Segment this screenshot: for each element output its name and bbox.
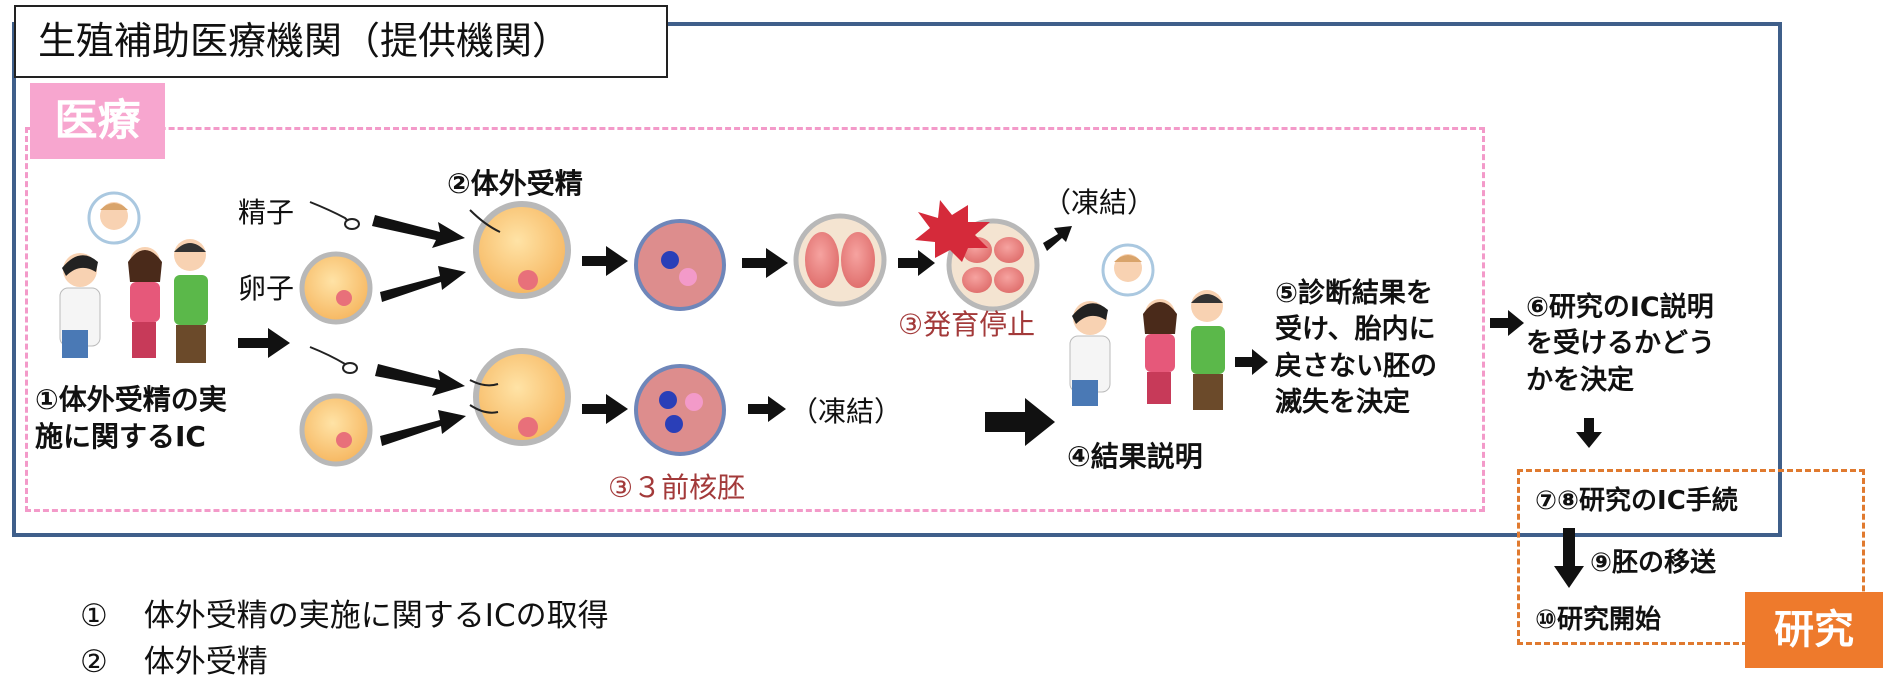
decision-line: 滅失を決定 xyxy=(1275,387,1410,419)
research-decision-text: ⑥研究のIC説明 を受けるかどう かを決定 xyxy=(1526,290,1715,399)
egg-icon xyxy=(299,251,373,467)
decision-line: 受け、胎内に xyxy=(1275,314,1436,346)
research-tag: 研究 xyxy=(1745,592,1883,668)
ivf-label: ②体外受精 xyxy=(447,167,583,200)
research-decision-line: ⑥研究のIC説明 xyxy=(1526,292,1714,323)
egg-label: 卵子 xyxy=(238,272,295,305)
result-label: ④結果説明 xyxy=(1067,440,1203,473)
medical-area xyxy=(25,127,1485,512)
sperm-icon xyxy=(309,201,360,374)
transfer-label: ⑨胚の移送 xyxy=(1590,548,1717,578)
arrest-burst-icon xyxy=(915,200,990,262)
ic-label-line1: ①体外受精の実 xyxy=(35,383,227,416)
ic-label-line2: 施に関するIC xyxy=(35,420,206,453)
consultation-illustration-1 xyxy=(59,191,208,363)
medical-tag: 医療 xyxy=(30,83,165,159)
sperm-label: 精子 xyxy=(238,196,295,229)
research-decision-line: を受けるかどう xyxy=(1526,328,1715,360)
frozen-label-top: （凍結） xyxy=(1043,186,1156,219)
research-ic-label: ⑦⑧研究のIC手続 xyxy=(1535,486,1738,516)
consultation-illustration-2 xyxy=(1069,243,1225,410)
pronuclear-label: ③３前核胚 xyxy=(608,471,746,504)
decision-line: ⑤診断結果を xyxy=(1275,278,1433,309)
research-decision-line: かを決定 xyxy=(1526,364,1634,396)
footer-list: ① 体外受精の実施に関するICの取得 ② 体外受精 xyxy=(80,593,609,685)
footer-item: ① 体外受精の実施に関するICの取得 xyxy=(80,593,609,639)
institution-frame xyxy=(12,22,1782,537)
flow-arrows xyxy=(238,215,1602,588)
decision-line: 戻さない胚の xyxy=(1275,350,1437,382)
two-cell-embryo-icon xyxy=(793,213,887,307)
footer-item-number: ① xyxy=(80,598,108,634)
research-area xyxy=(1517,469,1865,645)
footer-item-number: ② xyxy=(80,644,108,680)
arrest-label: ③発育停止 xyxy=(898,308,1036,341)
institution-title: 生殖補助医療機関（提供機関） xyxy=(14,5,668,78)
footer-item-text: 体外受精の実施に関するICの取得 xyxy=(143,598,609,634)
fertilized-egg-icon xyxy=(469,201,571,446)
frozen-label-bottom: （凍結） xyxy=(790,395,903,428)
diagram-graphics xyxy=(59,191,1602,588)
footer-item: ② 体外受精 xyxy=(80,639,609,685)
decision-text: ⑤診断結果を 受け、胎内に 戻さない胚の 滅失を決定 xyxy=(1275,276,1437,422)
research-start-label: ⑩研究開始 xyxy=(1535,605,1662,635)
footer-item-text: 体外受精 xyxy=(143,644,268,680)
pronuclear-embryo-icon xyxy=(634,219,726,456)
